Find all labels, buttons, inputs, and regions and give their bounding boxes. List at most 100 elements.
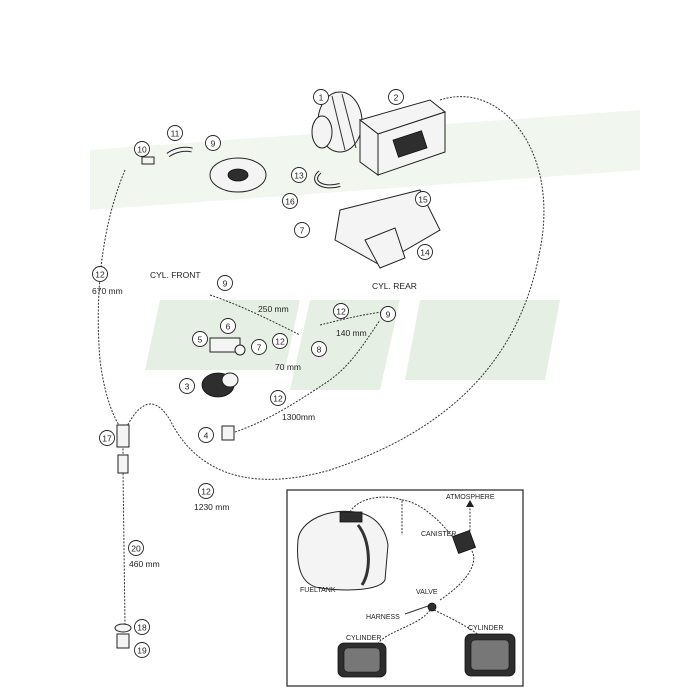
callout-c8: 8: [311, 341, 327, 357]
callout-number: 6: [226, 322, 231, 332]
inset-label-fueltank: FUELTANK: [300, 587, 336, 594]
callout-number: 9: [223, 279, 228, 289]
inset-label-valve: VALVE: [416, 589, 438, 596]
callout-number: 17: [102, 434, 112, 444]
callout-circle: [134, 141, 150, 157]
callout-number: 5: [198, 335, 203, 345]
callout-circle: [333, 303, 349, 319]
callout-number: 7: [257, 343, 262, 353]
inset-label-atmosphere: ATMOSPHERE: [446, 494, 495, 501]
callout-c10: 10: [134, 141, 150, 157]
callout-c6: 6: [220, 318, 236, 334]
inset-label-canister: CANISTER: [421, 531, 456, 538]
label-460: 460 mm: [129, 559, 160, 569]
bracket-tab: [364, 227, 406, 269]
callout-circle: [380, 306, 396, 322]
inset-schematic: ATMOSPHERE CANISTER FUELTANK VALVE HARNE…: [286, 489, 524, 687]
callout-number: 12: [273, 394, 283, 404]
callout-c12d: 12: [270, 390, 286, 406]
fitting-10-body: [141, 156, 155, 165]
callout-circle: [128, 540, 144, 556]
fueltank-cap: [339, 511, 363, 523]
callout-c7b: 7: [251, 339, 267, 355]
callout-circle: [417, 244, 433, 260]
callout-c13: 13: [291, 167, 307, 183]
callout-number: 12: [336, 307, 346, 317]
canister-box: [358, 99, 447, 176]
inset-label-cylinder-right: CYLINDER: [468, 625, 503, 632]
filter-ring-2: [341, 93, 357, 149]
callout-circle: [99, 430, 115, 446]
fitting-17: [116, 424, 130, 448]
callout-c20: 20: [128, 540, 144, 556]
callout-number: 14: [420, 248, 430, 258]
callout-number: 8: [317, 345, 322, 355]
fitting-17-body: [116, 424, 130, 448]
callout-c9b: 9: [217, 275, 233, 291]
watermark-shape-2: [290, 300, 400, 390]
inset-line-valve-right: [433, 609, 481, 637]
label-250: 250 mm: [258, 304, 289, 314]
callout-number: 19: [137, 646, 147, 656]
hose-670: [97, 169, 126, 431]
cylinder-right-fins: [470, 639, 510, 671]
watermark-shape-3: [405, 300, 560, 380]
hose-140: [319, 311, 383, 326]
callout-number: 13: [294, 171, 304, 181]
callout-circle: [179, 378, 195, 394]
hose-loop-top: [124, 96, 545, 480]
fitting-10: [141, 156, 155, 165]
clamp-18: [114, 623, 132, 633]
label-cyl-front: CYL. FRONT: [150, 270, 201, 280]
callout-circle: [192, 331, 208, 347]
callout-c1: 1: [313, 89, 329, 105]
inset-fueltank: [297, 510, 389, 591]
callout-c19: 19: [134, 642, 150, 658]
callout-number: 12: [95, 270, 105, 280]
callout-number: 4: [204, 431, 209, 441]
callout-c16: 16: [282, 193, 298, 209]
callout-number: 9: [211, 139, 216, 149]
callout-circle: [282, 193, 298, 209]
callout-circle: [134, 619, 150, 635]
callout-c12e: 12: [198, 483, 214, 499]
callout-c9c: 9: [380, 306, 396, 322]
callout-circle: [198, 483, 214, 499]
callout-number: 18: [137, 623, 147, 633]
valve-cap: [221, 372, 239, 388]
callout-circle: [205, 135, 221, 151]
inset-line-harness: [404, 605, 429, 615]
callout-number: 10: [137, 145, 147, 155]
callout-c4: 4: [198, 427, 214, 443]
callout-number: 15: [418, 195, 428, 205]
inset-label-harness: HARNESS: [366, 614, 400, 621]
callout-number: 3: [185, 382, 190, 392]
connector-4: [221, 425, 235, 441]
canister-bracket: [334, 189, 441, 269]
callout-circle: [217, 275, 233, 291]
cylinder-left-fins: [343, 647, 381, 673]
hose-13-inner: [315, 171, 341, 188]
callout-c15: 15: [415, 191, 431, 207]
cap-19: [116, 633, 130, 649]
callout-number: 2: [394, 93, 399, 103]
callout-circle: [313, 89, 329, 105]
cap-center: [227, 168, 249, 182]
callout-circle: [167, 125, 183, 141]
label-cyl-rear: CYL. REAR: [372, 281, 417, 291]
bracket-plate: [334, 189, 441, 266]
inset-cylinder-left: [337, 642, 387, 678]
callout-circle: [294, 222, 310, 238]
inset-label-cylinder-left: CYLINDER: [346, 635, 381, 642]
inset-canister: [451, 529, 477, 555]
hose-11-inner: [167, 147, 193, 157]
callout-circle: [251, 339, 267, 355]
callout-number: 1: [319, 93, 324, 103]
label-670: 670 mm: [92, 286, 123, 296]
inset-line-canister-valve: [439, 547, 475, 601]
callout-c9a: 9: [205, 135, 221, 151]
fuel-cap: [209, 157, 267, 193]
label-1230: 1230 mm: [194, 502, 229, 512]
